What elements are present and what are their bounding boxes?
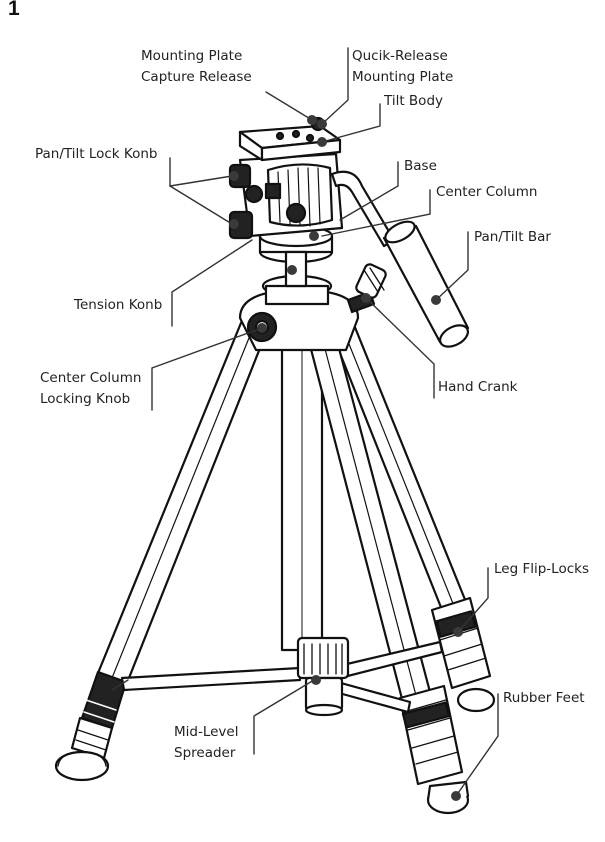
label-hand-crank: Hand Crank [438,377,517,398]
marker-dot [257,323,267,333]
label-tension-knob: Tension Konb [74,295,162,316]
leader-center-column [321,189,431,237]
leader-center-column-locking-knob [151,327,263,411]
label-line: Pan/Tilt Lock Konb [35,146,158,162]
page-number: 1 [8,0,20,20]
label-quick-release-mounting-plate: Qucik-Release Mounting Plate [352,46,453,88]
marker-dot [453,627,463,637]
marker-dot [307,115,317,125]
label-line: Spreader [174,745,236,761]
marker-dot [311,675,321,685]
marker-dot [229,171,239,181]
label-pan-tilt-bar: Pan/Tilt Bar [474,227,551,248]
left-leg [54,316,270,782]
marker-dot [229,219,239,229]
label-center-column: Center Column [436,182,537,203]
mid-level-spreader [120,636,444,717]
label-line: Capture Release [141,69,252,85]
label-line: Pan/Tilt Bar [474,229,551,245]
label-line: Base [404,158,437,174]
marker-dot [317,119,327,129]
leader-tilt-body [321,103,381,143]
label-line: Mounting Plate [352,69,454,85]
leader-mounting-plate-capture-release [265,91,313,121]
label-center-column-locking-knob: Center Column Locking Knob [40,368,141,410]
marker-dot [309,231,319,241]
label-line: Leg Flip-Locks [494,561,589,577]
label-mounting-plate-capture-release: Mounting Plate Capture Release [141,46,252,88]
leader-tension-knob [171,239,253,327]
leader-mid-level-spreader [253,679,315,755]
leader-pan-tilt-lock-knob-lower [169,185,233,225]
label-line: Hand Crank [438,379,518,395]
label-mid-level-spreader: Mid-Level Spreader [174,722,238,764]
marker-dot [317,137,327,147]
label-line: Center Column [436,184,538,200]
leader-pan-tilt-bar [435,231,469,301]
marker-dot [287,265,297,275]
label-line: Locking Knob [40,391,131,407]
leader-leg-flip-locks [457,567,489,633]
label-line: Tilt Body [384,93,443,109]
marker-dot [431,295,441,305]
leader-hand-crank [365,297,435,399]
label-line: Center Column [40,370,142,386]
label-base: Base [404,156,437,177]
label-line: Rubber Feet [503,690,585,706]
label-line: Qucik-Release [352,48,448,64]
label-rubber-feet: Rubber Feet [503,688,585,709]
label-pan-tilt-lock-knob: Pan/Tilt Lock Konb [35,144,157,165]
label-leg-flip-locks: Leg Flip-Locks [494,559,589,580]
leader-mid-spreader-leg [111,679,129,691]
marker-dot [451,791,461,801]
label-line: Mounting Plate [141,48,243,64]
label-line: Tension Konb [74,297,163,313]
pan-tilt-bar [330,170,470,348]
marker-dot [361,293,371,303]
label-tilt-body: Tilt Body [384,91,443,112]
leader-rubber-feet [455,693,499,797]
leader-pan-tilt-lock-knob [169,157,233,187]
leader-base [339,161,399,221]
leader-quick-release-mounting-plate [321,47,349,125]
label-line: Mid-Level [174,724,239,740]
